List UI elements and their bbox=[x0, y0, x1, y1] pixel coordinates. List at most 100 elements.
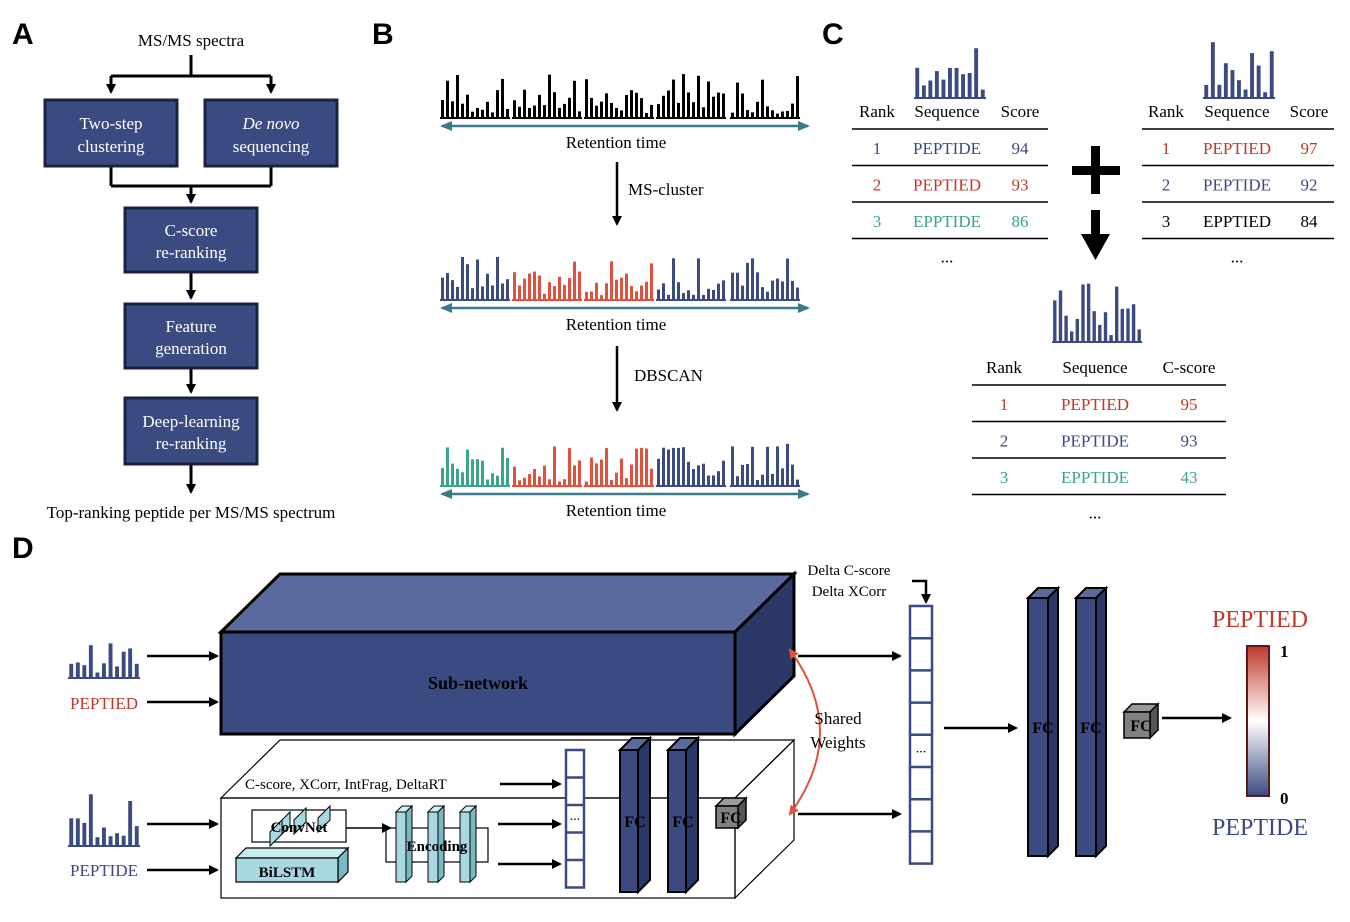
fc-label: FC bbox=[672, 814, 693, 831]
box3-line2: re-ranking bbox=[156, 243, 227, 262]
spectrum-left-peak bbox=[928, 80, 933, 98]
spectrum-3-peak bbox=[600, 101, 603, 118]
spectrum-d1-peak bbox=[108, 643, 113, 678]
table-cell-sequence: PEPTIED bbox=[913, 176, 981, 195]
spectrum-5-peak bbox=[741, 93, 744, 118]
spectrum-2-peak bbox=[518, 285, 521, 300]
convnet-block: ConvNet bbox=[251, 804, 347, 848]
spectrum-4-peak bbox=[707, 475, 710, 486]
spectrum-5-peak bbox=[751, 112, 754, 118]
table-cell-score: 86 bbox=[1012, 212, 1029, 231]
spectrum-5-peak bbox=[736, 476, 739, 486]
vector-dots: ... bbox=[916, 742, 927, 757]
spectrum-3-peak bbox=[585, 291, 588, 300]
spectrum-4-peak bbox=[702, 107, 705, 118]
spectrum-1-peak bbox=[461, 103, 464, 118]
box1-line1: Two-step bbox=[79, 114, 142, 133]
table-cell-score: 94 bbox=[1012, 139, 1030, 158]
spectrum-d1-peak bbox=[75, 662, 80, 678]
spectrum-2-peak bbox=[578, 271, 581, 300]
table-header: Sequence bbox=[914, 102, 979, 121]
spectrum-1-peak bbox=[446, 80, 449, 118]
spectrum-5-peak bbox=[791, 280, 794, 300]
table-cell-rank: 2 bbox=[1000, 432, 1009, 451]
spectrum-1-peak bbox=[496, 475, 499, 486]
spectrum-d2-peak bbox=[108, 836, 113, 846]
spectrum-2-peak bbox=[568, 278, 571, 300]
spectrum-right-peak bbox=[1263, 92, 1268, 98]
spectrum-4-peak bbox=[672, 79, 675, 118]
spectrum-4-peak bbox=[702, 463, 705, 486]
table-header: Sequence bbox=[1204, 102, 1269, 121]
spectrum-3-peak bbox=[635, 448, 638, 486]
table-cell-rank: 1 bbox=[873, 139, 882, 158]
table-cell-rank: 1 bbox=[1000, 395, 1009, 414]
table-cell-sequence: PEPTIDE bbox=[913, 139, 981, 158]
panel-label-a: A bbox=[12, 18, 34, 51]
spectrum-3-peak bbox=[585, 79, 588, 118]
spectrum-2-peak bbox=[558, 276, 561, 300]
bilstm-label: BiLSTM bbox=[259, 865, 316, 881]
box3-line1: C-score bbox=[165, 221, 218, 240]
spectrum-right-peak bbox=[1223, 63, 1228, 98]
table-cell-rank: 3 bbox=[1000, 468, 1009, 487]
spectrum-1-peak bbox=[486, 479, 489, 486]
table-cell-score: 84 bbox=[1301, 212, 1319, 231]
spectrum-1-peak bbox=[501, 283, 504, 300]
spectrum-4-peak bbox=[717, 283, 720, 300]
spectrum-4-peak bbox=[717, 471, 720, 486]
spectrum-5-peak bbox=[731, 272, 734, 300]
spectrum-right-peak bbox=[1230, 70, 1235, 98]
spectrum-3-peak bbox=[595, 282, 598, 300]
vector-frame bbox=[564, 748, 586, 889]
spectrum-left-peak bbox=[954, 67, 959, 98]
down-arrow-icon bbox=[1081, 210, 1110, 260]
spectrum-2-peak bbox=[563, 284, 566, 300]
fc-label: FC bbox=[1080, 720, 1101, 737]
spectrum-d1-peak bbox=[82, 665, 87, 678]
spectrum-bottom-peak bbox=[1115, 286, 1119, 342]
encoding-block: Encoding bbox=[385, 804, 489, 884]
retention-label-2: Retention time bbox=[566, 315, 667, 334]
spectrum-5-peak bbox=[766, 291, 769, 300]
table-cell-rank: 1 bbox=[1162, 139, 1171, 158]
spectrum-4-peak bbox=[687, 461, 690, 486]
spectrum-bottom-peak bbox=[1064, 315, 1068, 342]
fc-layer bbox=[619, 749, 639, 893]
spectrum-3-peak bbox=[630, 286, 633, 300]
spectrum-bottom-peak bbox=[1053, 300, 1057, 342]
spectrum-left-peak bbox=[961, 74, 965, 98]
spectrum-5-peak bbox=[761, 474, 764, 486]
spectrum-bottom-peak bbox=[1086, 283, 1091, 342]
spectrum-d1-peak bbox=[95, 672, 100, 678]
spectrum-2-peak bbox=[558, 107, 561, 118]
spectrum-5-peak bbox=[746, 110, 749, 118]
table-cell-sequence: PEPTIDE bbox=[1061, 432, 1129, 451]
spectrum-2-peak bbox=[523, 89, 526, 118]
spectrum-3-peak bbox=[625, 273, 628, 300]
spectrum-5-peak bbox=[771, 280, 774, 300]
spectrum-4-peak bbox=[702, 294, 705, 300]
spectrum-left-peak bbox=[980, 89, 985, 98]
spectrum-right-peak bbox=[1237, 80, 1241, 98]
spectrum-d1-peak bbox=[115, 666, 119, 678]
spectrum-5-peak bbox=[771, 473, 774, 486]
spectrum-5-peak bbox=[741, 464, 744, 486]
retention-label-1: Retention time bbox=[566, 133, 667, 152]
spectrum-3-peak bbox=[640, 447, 643, 486]
spectrum-d2-peak bbox=[115, 833, 119, 846]
spectrum-4-peak bbox=[722, 280, 725, 300]
spectrum-1-peak bbox=[446, 447, 449, 486]
spectrum-1-peak bbox=[491, 473, 494, 486]
spectrum-bottom-peak bbox=[1070, 331, 1074, 342]
spectrum-1-peak bbox=[441, 277, 444, 300]
plus-icon bbox=[1072, 146, 1120, 194]
spectrum-3-peak bbox=[645, 113, 648, 118]
output-label: Top-ranking peptide per MS/MS spectrum bbox=[47, 503, 336, 522]
spectrum-1-peak bbox=[466, 449, 469, 486]
spectrum-3-peak bbox=[630, 90, 633, 118]
table-cell-score: 97 bbox=[1301, 139, 1319, 158]
spectrum-5-peak bbox=[756, 272, 759, 300]
spectrum-c-right bbox=[1203, 42, 1275, 99]
spectrum-2-peak bbox=[573, 465, 576, 486]
